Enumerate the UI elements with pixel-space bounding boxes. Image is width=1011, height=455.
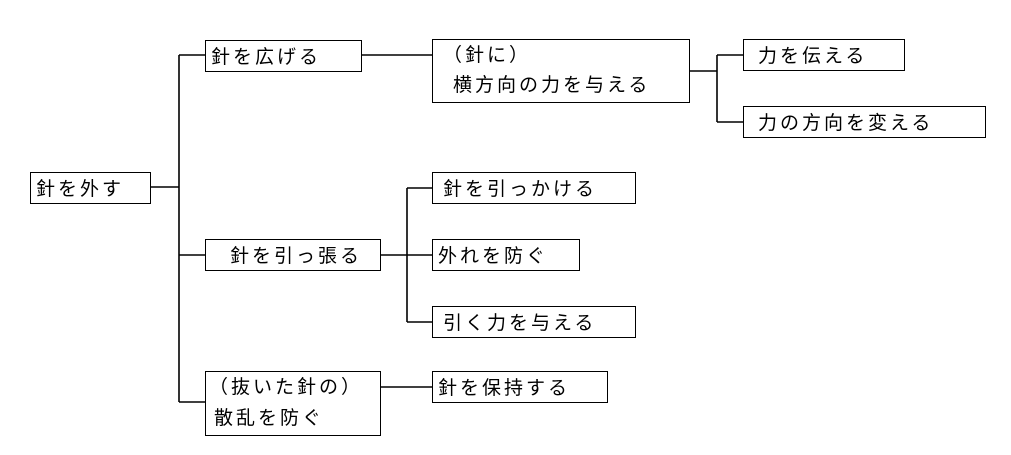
node-pull: 針を引っ張る	[205, 239, 381, 271]
node-scatter-line-1: （抜いた針の）	[209, 376, 364, 398]
node-hook: 針を引っかける	[432, 172, 636, 204]
node-pull-force-label: 引く力を与える	[443, 312, 597, 334]
node-hold: 針を保持する	[432, 371, 608, 403]
node-spread: 針を広げる	[205, 40, 362, 72]
node-scatter: （抜いた針の） 散乱を防ぐ	[205, 371, 381, 436]
node-lateral-line-2: 横方向の力を与える	[453, 74, 651, 96]
node-pull-force: 引く力を与える	[432, 306, 636, 338]
node-root-label: 針を外す	[36, 178, 125, 200]
node-pull-label: 針を引っ張る	[230, 245, 363, 267]
node-lateral: （針に） 横方向の力を与える	[432, 39, 690, 103]
node-scatter-line-2: 散乱を防ぐ	[214, 407, 325, 429]
node-hold-label: 針を保持する	[438, 377, 571, 399]
node-transmit: 力を伝える	[743, 39, 905, 71]
node-prevent-detach-label: 外れを防ぐ	[438, 245, 549, 267]
node-spread-label: 針を広げる	[211, 46, 322, 68]
node-change-dir-label: 力の方向を変える	[758, 112, 934, 134]
node-root: 針を外す	[30, 172, 151, 204]
node-change-dir: 力の方向を変える	[743, 106, 986, 138]
node-lateral-line-1: （針に）	[443, 44, 532, 66]
node-hook-label: 針を引っかける	[443, 178, 598, 200]
node-prevent-detach: 外れを防ぐ	[432, 239, 580, 271]
node-transmit-label: 力を伝える	[758, 45, 868, 67]
